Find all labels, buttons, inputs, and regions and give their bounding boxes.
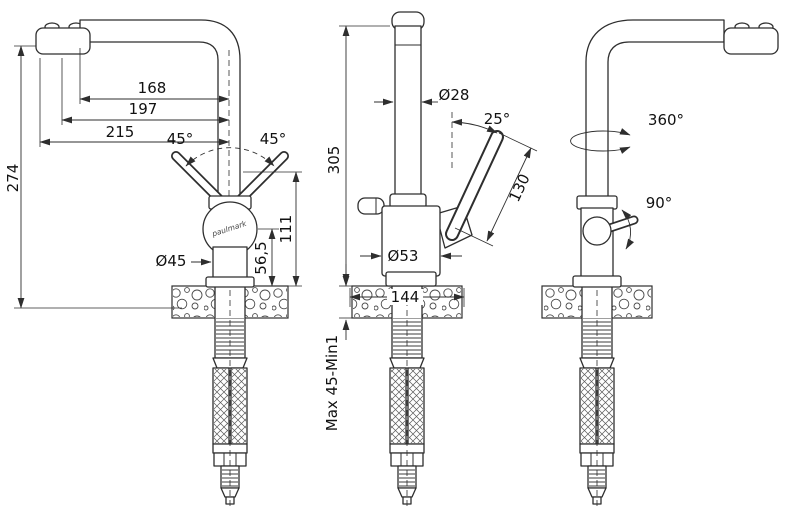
right-handle-ball (582, 216, 612, 246)
dim-dia53-label: Ø53 (388, 247, 419, 265)
front-base-flange (385, 271, 437, 287)
right-under-counter-assembly (579, 280, 615, 506)
dim-168-label: 168 (138, 79, 167, 97)
dim-130-label: 130 (505, 171, 533, 205)
right-view: 360° 90° (541, 19, 779, 506)
dim-mount-thickness-label: Max 45-Min1 (323, 335, 341, 431)
dim-274-label: 274 (4, 164, 22, 193)
left-body-lower (212, 246, 248, 280)
right-spout (585, 19, 725, 201)
left-spout-head (35, 27, 91, 55)
front-dimensions: 305 Ø28 25° 130 Ø53 144 (323, 25, 538, 431)
dim-111-label: 111 (277, 215, 295, 244)
filter-valve-knob (357, 197, 385, 215)
right-collar (576, 195, 618, 210)
dim-360-label: 360° (648, 111, 684, 129)
front-spout-pipe (394, 25, 422, 197)
dim-90-label: 90° (646, 194, 673, 212)
right-base-flange (572, 275, 622, 288)
dim-215-label: 215 (106, 123, 135, 141)
dim-dia28-label: Ø28 (439, 86, 470, 104)
left-view: paulmark 274 168 197 215 45° 45° (4, 19, 302, 506)
left-dimensions: 274 168 197 215 45° 45° Ø45 111 (4, 45, 302, 309)
left-under-counter-assembly (212, 280, 248, 506)
left-spout (79, 19, 241, 201)
dim-45-right-label: 45° (260, 130, 287, 148)
front-faucet (357, 11, 504, 287)
right-dimensions: 360° 90° (570, 111, 684, 250)
dim-56-5-label: 56,5 (252, 241, 270, 274)
front-body (381, 205, 441, 277)
dim-197-label: 197 (129, 100, 158, 118)
left-faucet: paulmark (35, 19, 289, 288)
dim-45-left-label: 45° (167, 130, 194, 148)
front-under-counter-assembly (389, 280, 425, 506)
dim-25-label: 25° (484, 110, 511, 128)
right-spout-head (723, 27, 779, 55)
dim-305-label: 305 (325, 146, 343, 175)
left-base-flange (205, 276, 255, 288)
right-faucet (572, 19, 779, 288)
front-view: 305 Ø28 25° 130 Ø53 144 (323, 11, 538, 506)
dim-dia45-label: Ø45 (156, 252, 187, 270)
dim-144-label: 144 (391, 288, 420, 306)
